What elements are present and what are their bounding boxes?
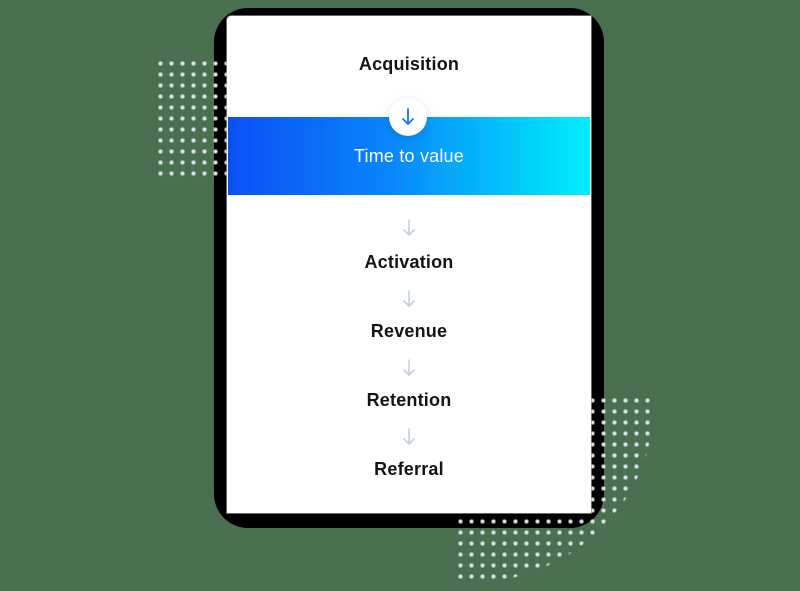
step-time-to-value: Time to value bbox=[354, 146, 464, 166]
step-retention: Retention bbox=[366, 390, 452, 410]
step-referral: Referral bbox=[374, 459, 444, 479]
arrow-down-icon bbox=[403, 290, 415, 307]
decorative-dot-pattern-left bbox=[155, 58, 235, 178]
arrow-down-icon bbox=[403, 219, 415, 236]
arrow-down-icon bbox=[403, 359, 415, 376]
arrow-down-icon bbox=[402, 108, 414, 125]
step-acquisition: Acquisition bbox=[358, 54, 460, 74]
step-activation: Activation bbox=[364, 252, 454, 272]
step-revenue: Revenue bbox=[370, 321, 448, 341]
highlight-arrow-badge bbox=[389, 98, 427, 136]
arrow-down-icon bbox=[403, 428, 415, 445]
step-time-to-value-highlight: Time to value bbox=[228, 117, 590, 195]
funnel-card: Acquisition Time to value Activation Rev… bbox=[227, 16, 591, 513]
